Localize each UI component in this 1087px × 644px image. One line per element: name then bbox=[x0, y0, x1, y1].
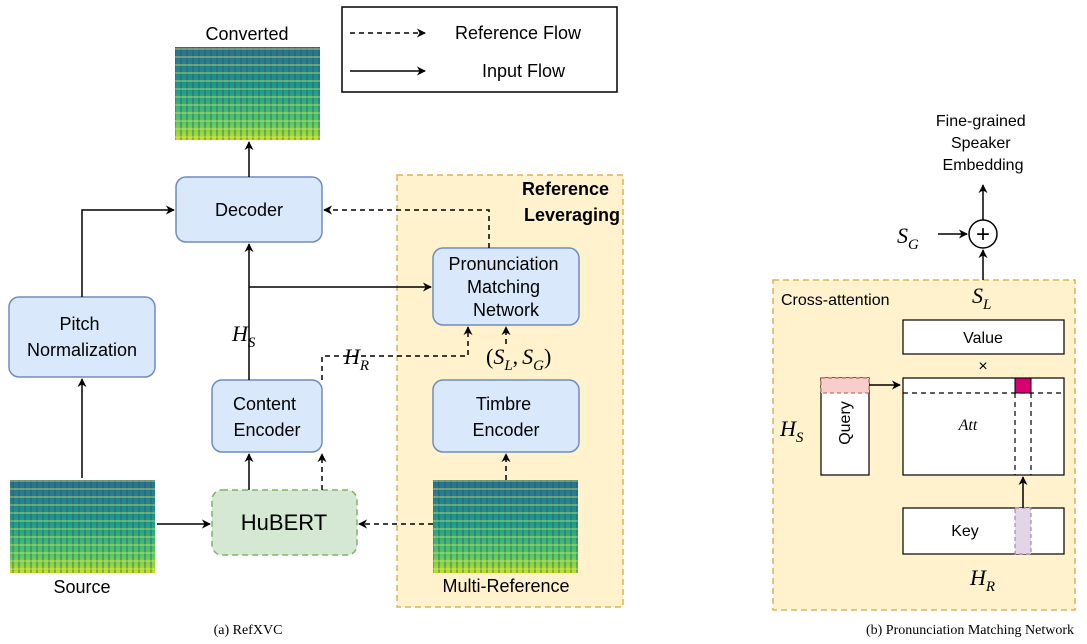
source-spectrogram bbox=[10, 480, 155, 573]
converted-spectrogram bbox=[175, 47, 320, 140]
sum-plus-symbol: + bbox=[976, 221, 990, 248]
query-label: Query bbox=[837, 401, 854, 445]
multi-reference-label: Multi-Reference bbox=[442, 576, 569, 596]
caption-a: (a) RefXVC bbox=[214, 623, 283, 638]
hubert-label: HuBERT bbox=[241, 510, 327, 535]
times-symbol: × bbox=[978, 358, 987, 375]
pitch-normalization-label: Pitch Normalization bbox=[27, 314, 137, 360]
content-encoder-label: Content Encoder bbox=[233, 394, 301, 440]
key-highlight bbox=[1014, 507, 1032, 555]
att-box bbox=[902, 377, 1065, 476]
timbre-encoder-label: Timbre Encoder bbox=[472, 394, 539, 440]
source-label: Source bbox=[53, 577, 110, 597]
hs-label: HS bbox=[231, 321, 256, 351]
cross-attention-title: Cross-attention bbox=[781, 292, 890, 309]
pmn-to-decoder-arrow bbox=[323, 205, 490, 248]
decoder-label: Decoder bbox=[215, 200, 283, 220]
att-label: Att bbox=[958, 417, 978, 434]
sg-input-label: SG bbox=[897, 223, 919, 253]
value-label: Value bbox=[963, 330, 1003, 347]
query-box bbox=[820, 377, 870, 476]
hubert-block bbox=[211, 489, 358, 556]
pitch-normalization-block bbox=[8, 296, 156, 378]
converted-label: Converted bbox=[205, 24, 288, 44]
hr-label: HR bbox=[343, 344, 369, 374]
hs-query-label: HS bbox=[779, 416, 804, 446]
pronunciation-matching-network-label: Pronunciation Matching Network bbox=[448, 254, 563, 320]
value-box bbox=[902, 319, 1065, 355]
sl-sg-tuple-label: (SL,SG) bbox=[486, 344, 551, 374]
input-flow-legend-label: Input Flow bbox=[482, 61, 566, 81]
pronunciation-matching-network-block bbox=[432, 247, 580, 326]
key-box bbox=[902, 507, 1065, 555]
sum-node bbox=[968, 219, 998, 249]
hr-key-label: HR bbox=[969, 565, 995, 595]
att-highlight-cell bbox=[1014, 377, 1032, 394]
pitch-to-decoder-arrow bbox=[81, 205, 175, 297]
hr-to-pmn-arrow bbox=[321, 326, 473, 380]
timbre-encoder-block bbox=[432, 379, 580, 453]
fine-grained-speaker-embedding-label: Fine-grained Speaker Embedding bbox=[936, 113, 1030, 174]
legend-box bbox=[341, 6, 618, 93]
reference-flow-legend-label: Reference Flow bbox=[455, 23, 582, 43]
sl-output-label: SL bbox=[972, 283, 991, 313]
query-highlight bbox=[820, 377, 870, 394]
key-label: Key bbox=[951, 523, 979, 540]
caption-b: (b) Pronunciation Matching Network bbox=[866, 623, 1074, 638]
content-encoder-block bbox=[211, 379, 323, 453]
reference-leveraging-title: Reference Leveraging bbox=[522, 179, 620, 225]
multi-reference-spectrogram bbox=[433, 480, 578, 573]
